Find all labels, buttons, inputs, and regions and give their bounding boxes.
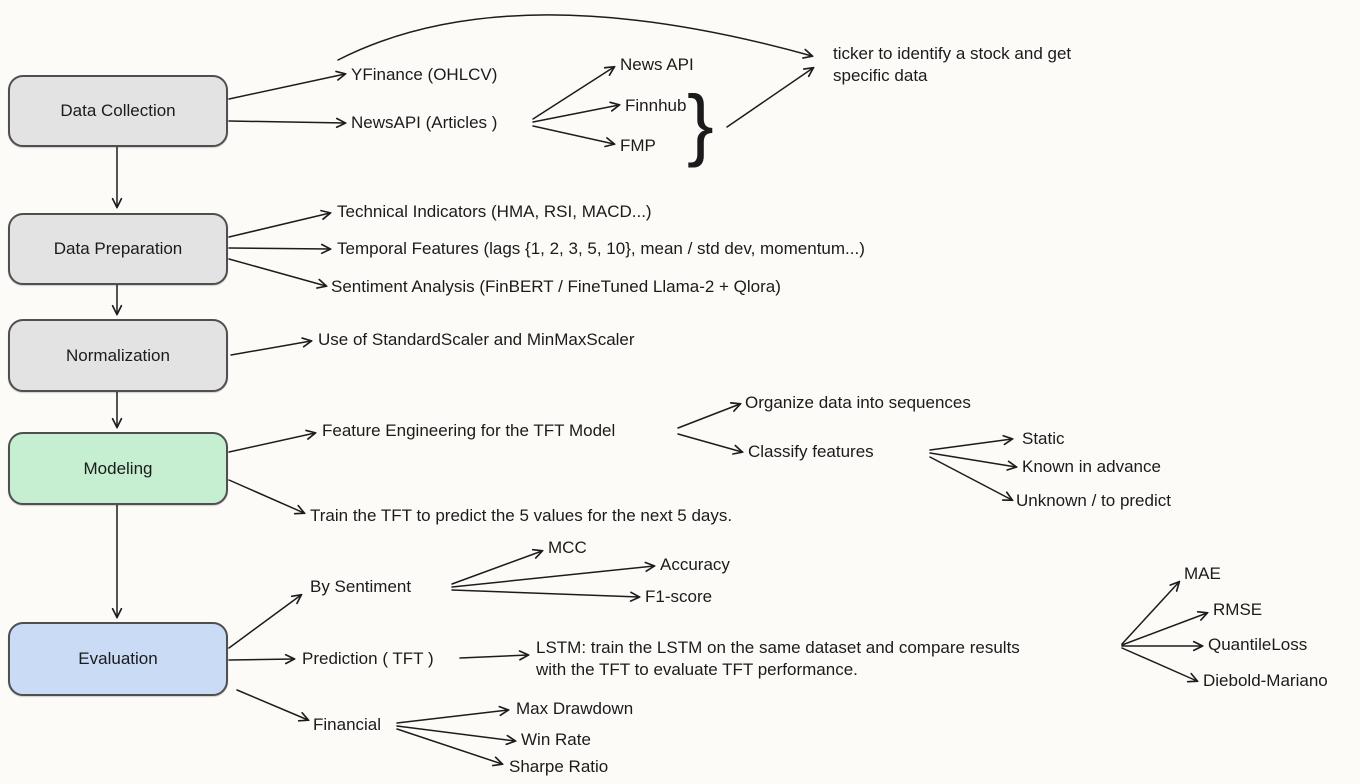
label-sentiment-analysis: Sentiment Analysis (FinBERT / FineTuned … — [331, 277, 781, 296]
arrow-evaluation-to-prediction — [228, 659, 294, 660]
label-accuracy: Accuracy — [660, 555, 730, 574]
arrow-brace-to-ticker — [726, 68, 813, 128]
label-train-tft: Train the TFT to predict the 5 values fo… — [310, 506, 733, 525]
label-known-in-advance: Known in advance — [1022, 457, 1161, 476]
label-finnhub: Finnhub — [625, 96, 687, 115]
arrow-collection-to-yfinance — [228, 74, 345, 100]
arrow-yfinance-to-ticker-curve — [337, 14, 812, 61]
label-quantile-loss: QuantileLoss — [1208, 635, 1308, 654]
label-win-rate: Win Rate — [521, 730, 591, 749]
arrow-modeling-to-featureeng — [228, 433, 315, 453]
label-by-sentiment: By Sentiment — [310, 577, 412, 596]
box-normalization-label: Normalization — [66, 345, 170, 365]
arrow-financial-to-sharpe — [396, 728, 502, 764]
arrow-newsapi-to-newsapisrc — [532, 67, 614, 120]
label-organize-sequences: Organize data into sequences — [745, 393, 971, 412]
arrow-preparation-to-technical — [228, 213, 330, 238]
label-diebold-mariano: Diebold-Mariano — [1203, 671, 1328, 690]
arrow-lstm-to-rmse — [1121, 613, 1207, 646]
box-evaluation: Evaluation — [8, 622, 228, 696]
arrow-modeling-to-traintft — [228, 479, 304, 513]
label-lstm-note: LSTM: train the LSTM on the same dataset… — [536, 638, 1020, 679]
arrow-lstm-to-diebold — [1121, 647, 1197, 681]
arrow-prediction-to-lstm — [459, 655, 528, 658]
arrow-preparation-to-temporal — [228, 248, 330, 249]
label-newsapi: NewsAPI (Articles ) — [351, 113, 498, 132]
label-temporal-features: Temporal Features (lags {1, 2, 3, 5, 10}… — [337, 239, 865, 258]
label-scalers: Use of StandardScaler and MinMaxScaler — [318, 330, 635, 349]
box-data-collection: Data Collection — [8, 75, 228, 147]
arrow-featureeng-to-classify — [677, 433, 742, 452]
label-classify-features: Classify features — [748, 442, 874, 461]
arrow-bysentiment-to-mcc — [451, 551, 542, 585]
label-feature-engineering: Feature Engineering for the TFT Model — [322, 421, 616, 440]
box-data-collection-label: Data Collection — [60, 101, 176, 120]
label-sharpe-ratio: Sharpe Ratio — [509, 757, 609, 776]
box-data-preparation-label: Data Preparation — [53, 239, 183, 258]
box-modeling: Modeling — [8, 432, 228, 505]
curly-brace: } — [687, 79, 714, 168]
arrow-newsapi-to-fmp — [532, 125, 614, 144]
label-mae: MAE — [1184, 564, 1221, 583]
label-fmp: FMP — [620, 136, 656, 155]
arrow-financial-to-maxdrawdown — [396, 710, 508, 724]
arrow-newsapi-to-finnhub — [532, 105, 619, 123]
label-mcc: MCC — [548, 538, 587, 557]
arrow-classify-to-known — [929, 452, 1016, 467]
label-max-drawdown: Max Drawdown — [516, 699, 634, 718]
label-f1-score: F1-score — [645, 587, 713, 606]
arrow-classify-to-static — [929, 439, 1012, 451]
arrow-collection-to-newsapi — [228, 121, 345, 123]
arrow-bysentiment-to-accuracy — [451, 566, 654, 588]
label-news-api: News API — [620, 55, 694, 74]
label-financial: Financial — [313, 715, 382, 734]
arrow-lstm-to-mae — [1121, 582, 1179, 645]
arrow-preparation-to-sentiment — [228, 258, 326, 286]
label-static: Static — [1022, 429, 1065, 448]
arrow-featureeng-to-organize — [677, 404, 740, 429]
box-data-preparation: Data Preparation — [8, 213, 228, 285]
label-technical-indicators: Technical Indicators (HMA, RSI, MACD...) — [337, 202, 652, 221]
arrow-financial-to-winrate — [396, 725, 515, 741]
label-prediction-tft: Prediction ( TFT ) — [302, 649, 434, 668]
label-unknown-to-predict: Unknown / to predict — [1016, 491, 1171, 510]
label-yfinance: YFinance (OHLCV) — [351, 65, 498, 84]
label-rmse: RMSE — [1213, 600, 1263, 619]
arrow-bysentiment-to-f1 — [451, 589, 639, 597]
arrow-normalization-to-scalers — [230, 341, 311, 356]
box-normalization: Normalization — [8, 319, 228, 392]
label-ticker-note: ticker to identify a stock and get speci… — [833, 44, 1072, 85]
box-modeling-label: Modeling — [83, 458, 153, 478]
arrow-evaluation-to-bysentiment — [228, 595, 301, 649]
arrow-classify-to-unknown — [929, 456, 1012, 500]
arrow-evaluation-to-financial — [236, 689, 308, 720]
box-evaluation-label: Evaluation — [78, 649, 158, 668]
